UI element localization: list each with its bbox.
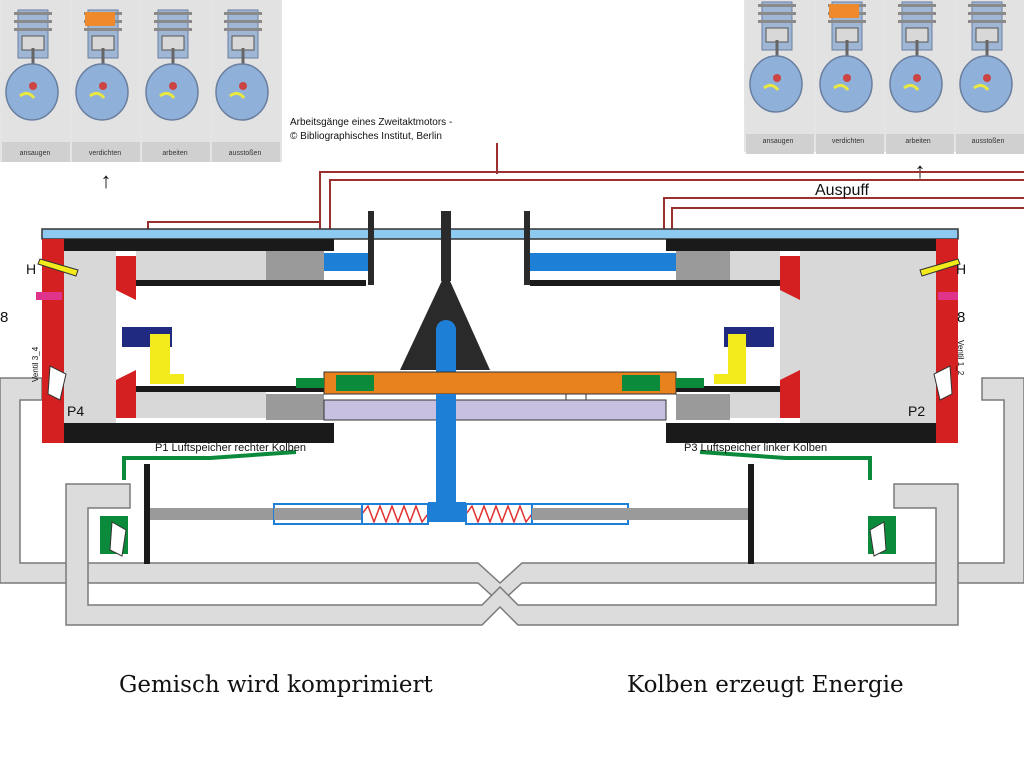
right-stop (524, 211, 530, 285)
left-stop (368, 211, 374, 285)
mini-engine-arbeiten (140, 0, 212, 164)
left-blue-rod (324, 253, 370, 271)
caption-right: Kolben erzeugt Energie (627, 672, 904, 698)
arrow-up-right-icon: ↑ (915, 158, 926, 183)
right-blue-rod (530, 253, 676, 271)
beam-green-left (336, 375, 374, 391)
right-cylinder-bottom (666, 423, 936, 443)
left-cylinder-bottom (64, 423, 334, 443)
strip-right-step-4: ausstoßen (972, 138, 1005, 145)
strip-left-step-1: ansaugen (20, 150, 51, 157)
centre-blue-tube (436, 394, 456, 504)
left-spark-plug (36, 292, 62, 300)
label-p1: P1 Luftspeicher rechter Kolben (155, 442, 306, 454)
left-spring (361, 503, 429, 525)
air-pipes (0, 377, 1024, 626)
right-cylinder-top (666, 239, 936, 251)
right-block-lower (676, 394, 730, 420)
right-spark-plug (938, 292, 958, 300)
mini-flame (85, 12, 115, 26)
right-reed-valve (933, 365, 953, 401)
credit-line-1: Arbeitsgänge eines Zweitaktmotors - (290, 117, 452, 128)
mini-engine-arbeiten-r (884, 0, 956, 156)
label-8-left: 8 (0, 309, 8, 326)
right-block-upper (676, 251, 730, 281)
strip-left-step-3: arbeiten (162, 150, 187, 157)
right-coupling (676, 378, 704, 388)
strip-left-step-2: verdichten (89, 150, 121, 157)
left-block-upper (266, 251, 324, 281)
label-p4: P4 (67, 403, 84, 419)
mini-engine-ansaugen (0, 0, 72, 164)
left-block-lower (266, 394, 324, 420)
label-p3: P3 Luftspeicher linker Kolben (684, 442, 827, 454)
right-injector (919, 258, 961, 277)
left-rod (150, 508, 274, 520)
centre-pillar (441, 211, 451, 281)
right-spring (465, 503, 533, 525)
right-chamber-p2 (884, 251, 936, 423)
label-valve-right: Ventil 1_2 (956, 340, 965, 376)
mini-flame-r (829, 4, 859, 18)
credit-line-2: © Bibliographisches Institut, Berlin (290, 131, 442, 142)
mini-engine-ausstossen-r (954, 0, 1024, 156)
mini-engine-ausstossen (210, 0, 282, 164)
reservoir-line-p1 (122, 450, 297, 480)
left-cylinder-top (64, 239, 334, 251)
label-8-right: 8 (957, 309, 965, 326)
left-yellow-valve (150, 334, 170, 384)
mini-engine-verdichten-r (814, 0, 886, 156)
mini-engine-ansaugen-r (744, 0, 816, 156)
strip-right-step-3: arbeiten (905, 138, 930, 145)
strip-right: ansaugen verdichten arbeiten ausstoßen (744, 0, 1024, 156)
left-injector (37, 258, 79, 277)
strip-left: ansaugen verdichten arbeiten ausstoßen (0, 0, 282, 164)
label-valve-left: Ventil 3_4 (31, 346, 40, 382)
engine-body (36, 211, 961, 564)
label-h-right: H (956, 261, 966, 277)
lavender-bar (323, 399, 667, 421)
strip-right-step-1: ansaugen (763, 138, 794, 145)
label-h-left: H (26, 261, 36, 277)
beam-green-right (622, 375, 660, 391)
strip-left-step-4: ausstoßen (229, 150, 262, 157)
exhaust-label: Auspuff (815, 182, 870, 199)
left-coupling (296, 378, 324, 388)
right-rod (628, 508, 748, 520)
left-piston-upper (136, 251, 266, 281)
left-chamber-p4 (64, 251, 116, 423)
centre-blue-tube-top (436, 328, 456, 380)
left-reed-valve (47, 365, 67, 401)
left-piston-lower (136, 392, 266, 418)
label-p2: P2 (908, 403, 925, 419)
caption-left: Gemisch wird komprimiert (119, 672, 433, 698)
reservoir-line-p3 (699, 450, 872, 480)
arrow-up-left-icon: ↑ (101, 168, 112, 193)
strip-right-step-2: verdichten (832, 138, 864, 145)
top-rail (41, 228, 959, 240)
centre-blue-piston (428, 502, 466, 522)
exhaust-lines (147, 143, 1024, 229)
right-yellow-valve (728, 334, 746, 384)
